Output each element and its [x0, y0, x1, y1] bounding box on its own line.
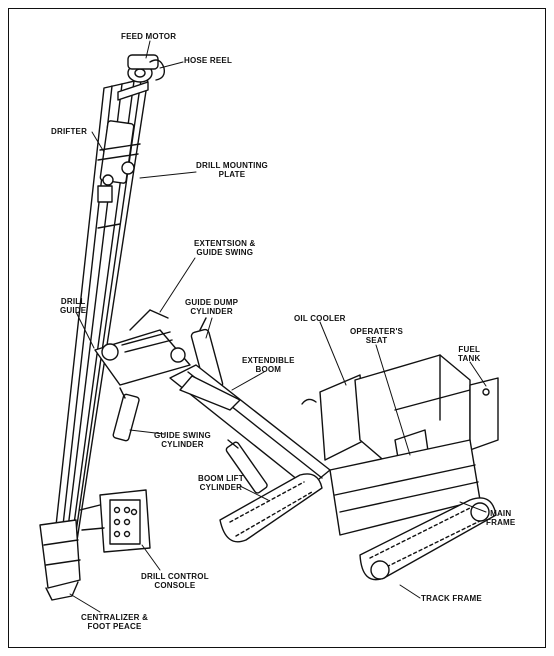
label-centralizer-foot-piece: CENTRALIZER & FOOT PEACE	[81, 613, 149, 631]
carrier-body	[301, 354, 499, 536]
left-track	[219, 473, 323, 543]
label-extension-guide-swing: EXTENTSION & GUIDE SWING	[194, 239, 256, 257]
centralizer-foot-piece	[39, 519, 81, 601]
label-drill-mounting-plate: DRILL MOUNTING PLATE	[196, 161, 268, 179]
feed-motor	[117, 54, 166, 101]
drifter	[97, 120, 141, 229]
label-main-frame: MAIN FRAME	[486, 509, 516, 527]
label-boom-lift-cylinder: BOOM LIFT CYLINDER	[198, 474, 244, 492]
diagram-border	[8, 8, 546, 648]
label-oil-cooler: OIL COOLER	[294, 314, 346, 323]
leader-lines	[69, 40, 487, 613]
track-frame-art	[359, 497, 497, 581]
label-drill-control-console: DRILL CONTROL CONSOLE	[141, 572, 209, 590]
label-guide-swing-cylinder: GUIDE SWING CYLINDER	[154, 431, 211, 449]
label-guide-dump-cylinder: GUIDE DUMP CYLINDER	[185, 298, 239, 316]
guide-swing-head	[94, 309, 191, 386]
label-feed-motor: FEED MOTOR	[121, 32, 177, 41]
boom-lift-cylinder	[225, 439, 268, 494]
guide-swing-cylinder	[112, 387, 140, 442]
label-track-frame: TRACK FRAME	[421, 594, 482, 603]
drill-control-console-art	[79, 489, 151, 553]
label-extendible-boom: EXTENDIBLE BOOM	[242, 356, 295, 374]
extendible-boom	[169, 364, 331, 489]
label-drill-guide: DRILL GUIDE	[60, 297, 87, 315]
label-fuel-tank: FUEL TANK	[458, 345, 481, 363]
label-drifter: DRIFTER	[51, 127, 88, 136]
label-operators-seat: OPERATER'S SEAT	[350, 327, 404, 345]
label-hose-reel: HOSE REEL	[184, 56, 233, 65]
